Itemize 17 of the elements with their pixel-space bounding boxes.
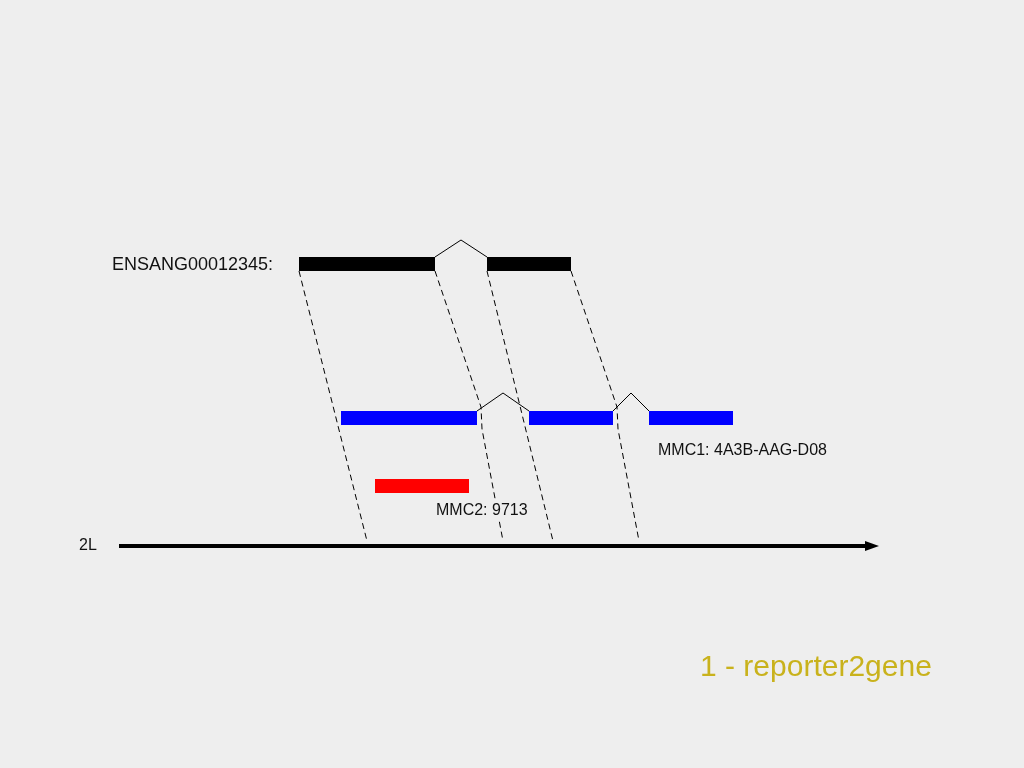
chevron-line (612, 392, 650, 412)
chevron-line (434, 239, 488, 258)
gene-label: ENSANG00012345: (112, 254, 274, 275)
chromosome-label: 2L (79, 536, 97, 555)
chevron-line (476, 392, 530, 412)
reporter-bar (375, 479, 469, 493)
track-label: MMC2: 9713 (434, 501, 530, 520)
exon-bar (341, 411, 477, 425)
slide-title: 1 - reporter2gene (700, 649, 932, 684)
projection-line (298, 270, 368, 542)
exon-bar (529, 411, 613, 425)
projection-line (486, 270, 554, 542)
exon-bar (299, 257, 435, 271)
exon-bar (649, 411, 733, 425)
axis-arrow (119, 541, 879, 551)
exon-bar (487, 257, 571, 271)
track-label: MMC1: 4A3B-AAG-D08 (658, 441, 827, 460)
